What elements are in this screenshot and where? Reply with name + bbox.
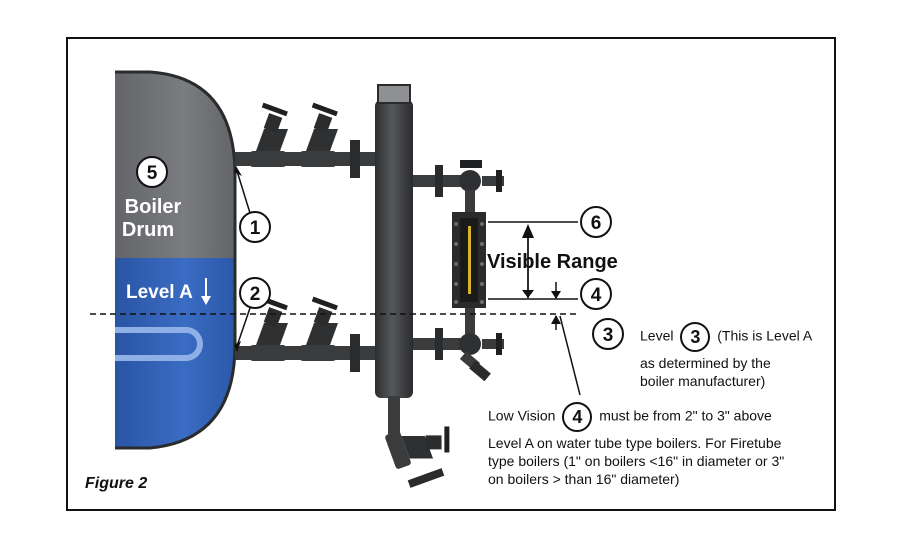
drum-number-circle [136, 156, 168, 188]
callout-3: 3 [592, 318, 624, 350]
gauge-top-valve [459, 160, 504, 214]
column-drain-pipe [388, 396, 400, 436]
drum-label-line2: Drum [122, 219, 174, 241]
note-low-vision: Low Vision 4 must be from 2" to 3" above… [488, 402, 784, 488]
drum-number: 5 [147, 163, 158, 184]
callout-1: 1 [234, 166, 271, 243]
bottom-valve-2 [300, 296, 338, 361]
callout-2: 2 [234, 277, 271, 352]
note-low-vision-line1: Low Vision 4 must be from 2" to 3" above [488, 402, 784, 432]
drum-label-line1: Boiler [125, 196, 182, 218]
note-level-3-number: 3 [680, 322, 711, 352]
note-low-vision-prefix: Low Vision [488, 407, 556, 424]
bottom-flange-1 [350, 334, 360, 372]
drain-flange [407, 468, 445, 488]
note-low-vision-number: 4 [562, 402, 593, 432]
gauge-bottom-valve [459, 308, 504, 382]
callout-4: 4 [580, 278, 612, 310]
top-flange-1 [350, 140, 360, 178]
callout-6: 6 [580, 206, 612, 238]
note-low-vision-line4: on boilers > than 16" diameter) [488, 471, 680, 487]
note-low-vision-line3: type boilers (1" on boilers <16" in diam… [488, 453, 785, 469]
figure-frame [66, 37, 836, 511]
top-valve-1 [250, 102, 288, 167]
note-level-3: Level 3 (This is Level A as determined b… [640, 322, 812, 390]
callout-6-label: 6 [591, 213, 602, 234]
gauge-top-flange [435, 165, 443, 197]
note-level-3-prefix: Level [640, 327, 674, 344]
visible-range-label: Visible Range [487, 251, 618, 273]
note-level-3-line3: boiler manufacturer) [640, 373, 766, 389]
internal-tube [115, 327, 203, 361]
note-low-vision-line2: Level A on water tube type boilers. For … [488, 435, 782, 451]
note-4-pointer [559, 315, 581, 396]
callout-4-label: 4 [591, 285, 602, 306]
gauge-bottom-flange [435, 328, 443, 360]
water-column [375, 100, 413, 398]
note-level-3-line1: Level 3 (This is Level A [640, 322, 812, 352]
callout-2-label: 2 [250, 284, 261, 305]
level-a-down-arrow [201, 278, 211, 305]
drum-outline [115, 70, 237, 450]
callout-3-label: 3 [603, 325, 614, 346]
callout-1-label: 1 [250, 218, 261, 239]
low-vision-arrow [522, 232, 534, 298]
level-a-label: Level A [126, 282, 193, 303]
figure-caption: Figure 2 [85, 475, 147, 492]
gauge-glass [452, 212, 486, 308]
note-level-3-suffix: (This is Level A [717, 327, 813, 344]
note-low-vision-suffix: must be from 2" to 3" above [599, 407, 772, 424]
water-column-cap [377, 84, 411, 104]
boiler-drum [115, 72, 235, 448]
low-vision-offset-arrow [551, 282, 561, 299]
top-valve-2 [300, 102, 338, 167]
level-a-marker-arrow [551, 315, 561, 330]
note-level-3-line2: as determined by the [640, 355, 771, 371]
